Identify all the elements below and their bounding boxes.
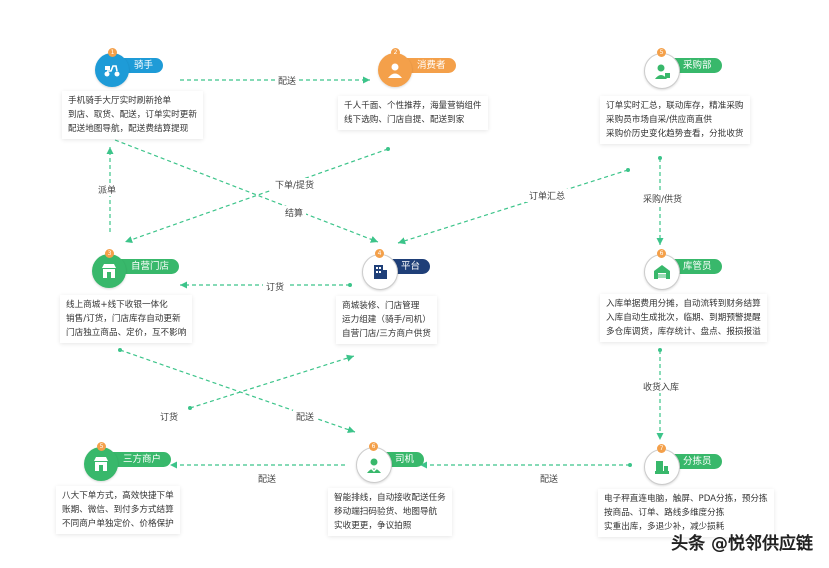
warehouse-icon [644, 254, 680, 290]
node-number: 6 [369, 442, 378, 451]
node-keeper-desc: 入库单据费用分摊，自动流转到财务结算 入库自动生成批次，临期、到期预警提醒 多仓… [600, 294, 767, 342]
desc-line: 运力组建（骑手/司机） [342, 315, 431, 325]
desc-line: 入库自动生成批次，临期、到期预警提醒 [606, 313, 761, 323]
scooter-icon [95, 53, 129, 87]
node-driver-desc: 智能排线，自动接收配送任务 移动端扫码验货、地图导航 实收更更，争议拍照 [328, 488, 452, 536]
edge-label-purchase-supply: 采购/供货 [640, 192, 686, 205]
edge-label-delivery-bottom-left: 配送 [255, 472, 280, 485]
node-title: 库管员 [669, 259, 722, 274]
edge-label-delivery-mid: 配送 [293, 410, 318, 423]
desc-line: 采购价历史变化趋势查看，分批收货 [606, 129, 744, 139]
node-title: 消费者 [403, 58, 456, 73]
desc-line: 八大下单方式，高效快捷下单 [62, 491, 174, 501]
shop-icon [84, 447, 118, 481]
desc-line: 入库单据费用分摊，自动流转到财务结算 [606, 299, 761, 309]
edge-label-settlement: 结算 [282, 206, 307, 219]
node-number: 6 [657, 249, 666, 258]
desc-line: 订单实时汇总，联动库存，精准采购 [606, 101, 744, 111]
node-store-desc: 线上商城+线下收银一体化 销售/订货，门店库存自动更新 门店独立商品、定价，互不… [60, 295, 193, 343]
node-title: 骑手 [120, 58, 164, 73]
node-rider-desc: 手机骑手大厅实时刷新抢单 到店、取货、配送，订单实时更新 配送地图导航，配送费结… [62, 91, 203, 139]
edge-label-order-summary: 订单汇总 [526, 189, 569, 202]
shop-icon [92, 254, 126, 288]
node-title: 自营门店 [117, 259, 180, 274]
node-title: 分拣员 [669, 454, 722, 469]
node-number: 5 [657, 48, 666, 57]
node-number: 5 [97, 442, 106, 451]
node-number: 1 [108, 48, 117, 57]
edge-label-delivery-bottom-right: 配送 [537, 472, 562, 485]
edge-purchasing-platform [397, 169, 629, 245]
edge-label-delivery-top: 配送 [275, 74, 300, 87]
node-number: 3 [105, 249, 114, 258]
desc-line: 采购员市场自采/供应商直供 [606, 115, 713, 125]
desc-line: 实重出库，多退少补，减少损耗 [604, 522, 725, 532]
person-icon [378, 53, 412, 87]
node-number: 2 [391, 48, 400, 57]
node-number: 4 [375, 249, 384, 258]
node-consumer-desc: 千人千面、个性推荐，海量营销组件 线下选购、门店自提、配送到家 [338, 96, 488, 130]
node-title: 三方商户 [109, 452, 172, 467]
desc-line: 销售/订货，门店库存自动更新 [66, 314, 181, 324]
desc-line: 配送地图导航，配送费结算提现 [68, 124, 189, 134]
node-platform-desc: 商城装修、门店管理 运力组建（骑手/司机） 自营门店/三方商户供货 [336, 296, 437, 344]
desc-line: 按商品、订单、路线多维度分拣 [604, 508, 725, 518]
desc-line: 到店、取货、配送，订单实时更新 [68, 110, 197, 120]
node-number: 7 [657, 444, 666, 453]
desc-line: 自营门店/三方商户供货 [342, 329, 431, 339]
desc-line: 手机骑手大厅实时刷新抢单 [68, 96, 172, 106]
desc-line: 线下选购、门店自提、配送到家 [344, 115, 465, 125]
desc-line: 账期、微信、到付多方式结算 [62, 505, 174, 515]
desc-line: 移动端扫码验货、地图导航 [334, 507, 438, 517]
desc-line: 门店独立商品、定价，互不影响 [66, 328, 187, 338]
desc-line: 多仓库调货，库存统计、盘点、报损报溢 [606, 327, 761, 337]
building-icon [362, 254, 398, 290]
purchaser-icon [644, 53, 680, 89]
node-purchasing-desc: 订单实时汇总，联动库存，精准采购 采购员市场自采/供应商直供 采购价历史变化趋势… [600, 96, 750, 144]
watermark: 头条 @悦邻供应链 [671, 534, 813, 554]
edge-label-order-pickup: 下单/提货 [272, 178, 318, 191]
desc-line: 不同商户单独定价、价格保护 [62, 519, 174, 529]
desc-line: 商城装修、门店管理 [342, 301, 420, 311]
edge-label-receive-stock: 收货入库 [640, 380, 683, 393]
desc-line: 智能排线，自动接收配送任务 [334, 493, 446, 503]
scale-icon [644, 449, 680, 485]
node-title: 采购部 [669, 58, 722, 73]
desc-line: 实收更更，争议拍照 [334, 521, 412, 531]
node-merchant-desc: 八大下单方式，高效快捷下单 账期、微信、到付多方式结算 不同商户单独定价、价格保… [56, 486, 180, 534]
driver-icon [356, 447, 392, 483]
edge-consumer-store [124, 148, 389, 243]
edge-merchant-platform [189, 354, 355, 409]
desc-line: 线上商城+线下收银一体化 [66, 300, 168, 310]
edge-label-dispatch: 派单 [95, 183, 120, 196]
edge-rider-platform [114, 139, 379, 243]
desc-line: 电子秤直连电脑，触屏、PDA分拣，预分拣 [604, 494, 768, 504]
node-sorter-desc: 电子秤直连电脑，触屏、PDA分拣，预分拣 按商品、订单、路线多维度分拣 实重出库… [598, 489, 774, 537]
edge-label-order-goods-mid: 订货 [263, 280, 288, 293]
desc-line: 千人千面、个性推荐，海量营销组件 [344, 101, 482, 111]
edge-store-driver [119, 349, 356, 434]
edge-label-order-goods-low: 订货 [157, 410, 182, 423]
